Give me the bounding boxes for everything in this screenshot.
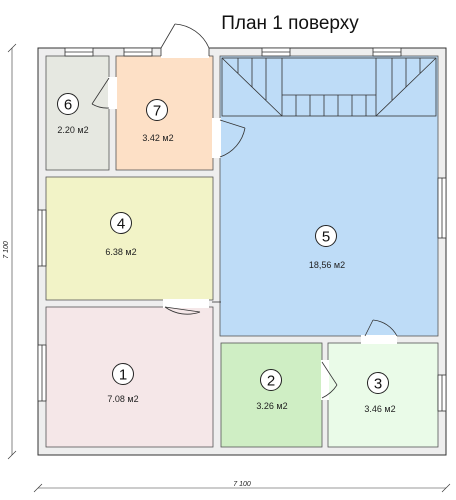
room-area: 6.38 м2 <box>105 247 136 257</box>
room-area: 3.42 м2 <box>142 133 173 143</box>
room-number: 5 <box>322 229 330 246</box>
room-number: 3 <box>374 376 382 393</box>
room-6: 6 2.20 м2 <box>57 93 89 135</box>
dimension-lines <box>7 43 451 493</box>
windows <box>37 47 447 412</box>
room-3-floor <box>327 342 439 448</box>
room-area: 7.08 м2 <box>107 394 138 404</box>
plan-title: План 1 поверху <box>221 13 359 34</box>
room-area: 3.46 м2 <box>364 404 395 414</box>
staircase <box>221 57 437 117</box>
dimension-left: 7 100 <box>3 241 10 259</box>
room-area: 3.26 м2 <box>256 401 287 411</box>
room-area: 2.20 м2 <box>57 125 88 135</box>
room-1: 1 7.08 м2 <box>107 363 139 404</box>
room-7: 7 3.42 м2 <box>142 99 174 143</box>
room-2: 2 3.26 м2 <box>256 369 288 411</box>
room-6-floor <box>45 55 110 171</box>
room-number: 2 <box>267 373 275 390</box>
room-number-circle <box>57 93 79 115</box>
room-number-circle <box>112 363 134 385</box>
room-number-circle <box>110 212 132 234</box>
room-number-circle <box>260 369 282 391</box>
doors <box>91 23 398 400</box>
room-area: 18,56 м2 <box>309 260 345 270</box>
room-4: 4 6.38 м2 <box>105 212 137 257</box>
room-number: 6 <box>64 97 72 114</box>
room-number: 7 <box>153 103 161 120</box>
dimension-bottom: 7 100 <box>233 481 251 488</box>
room-5: 5 18,56 м2 <box>309 225 345 270</box>
room-2-floor <box>220 342 323 448</box>
room-number-circle <box>367 372 389 394</box>
room-number-circle <box>146 99 168 121</box>
room-4-floor <box>45 176 214 301</box>
room-number: 4 <box>117 216 125 233</box>
room-number-circle <box>315 225 337 247</box>
room-number: 1 <box>119 367 127 384</box>
room-3: 3 3.46 м2 <box>364 372 396 414</box>
room-5-floor <box>219 55 439 337</box>
